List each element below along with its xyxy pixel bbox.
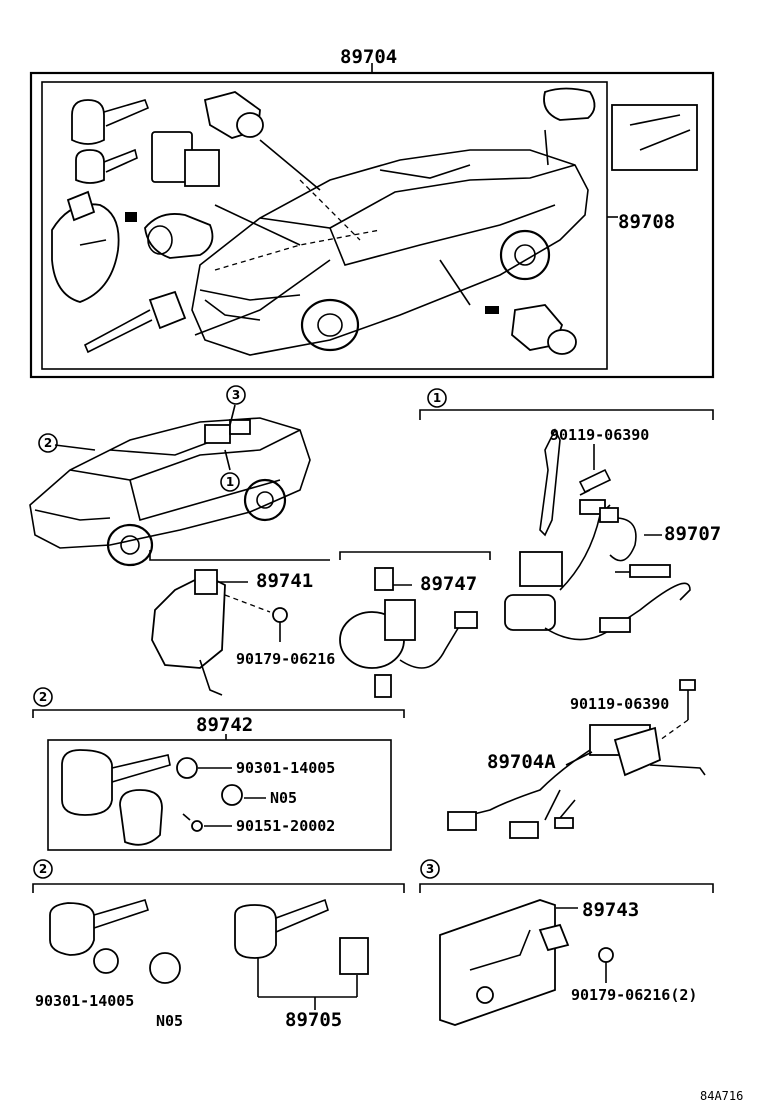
label-89743: 89743 bbox=[582, 899, 639, 921]
label-N05-b: N05 bbox=[156, 1012, 183, 1030]
diagram-reference-code: 84A716 bbox=[700, 1089, 743, 1103]
kit-89704-inner-frame bbox=[41, 81, 608, 370]
callout-1-section-label: 1 bbox=[433, 391, 441, 405]
label-89708: 89708 bbox=[618, 211, 675, 233]
section-2-89742-group: 2 89742 90301-14005 N05 90151-20002 bbox=[32, 687, 405, 851]
callout-3-car: 3 bbox=[226, 385, 246, 405]
callout-3-section-label: 3 bbox=[426, 862, 434, 876]
callout-1-label: 1 bbox=[226, 475, 234, 489]
section-1-antenna-group: 1 90119-06390 89707 bbox=[419, 388, 721, 641]
callout-2-label: 2 bbox=[44, 436, 52, 450]
label-89704A: 89704A bbox=[487, 751, 556, 773]
label-90119-06390-b: 90119-06390 bbox=[570, 695, 669, 713]
kit-lock-cylinders bbox=[83, 87, 698, 355]
label-N05-a: N05 bbox=[270, 789, 297, 807]
kit-89742-frame bbox=[47, 739, 392, 851]
kit-89704-outer-frame bbox=[29, 71, 715, 379]
car-callout-illustration bbox=[29, 404, 491, 567]
part-89747-group: 89747 bbox=[339, 567, 478, 698]
label-89705: 89705 bbox=[285, 1009, 342, 1031]
label-90119-06390-a: 90119-06390 bbox=[550, 426, 649, 444]
callout-1-car: 1 bbox=[220, 472, 240, 492]
label-90151-20002: 90151-20002 bbox=[236, 817, 335, 835]
callout-3-label: 3 bbox=[232, 388, 240, 402]
callout-2-section-a-label: 2 bbox=[39, 690, 47, 704]
label-89707: 89707 bbox=[664, 523, 721, 545]
label-90179-06216-2: 90179-06216(2) bbox=[571, 986, 697, 1004]
kit-89704-group: 89704 89708 bbox=[29, 46, 715, 379]
label-90179-06216-a: 90179-06216 bbox=[236, 650, 335, 668]
kit-ecu-module bbox=[611, 104, 698, 171]
section-2-89705-group: 2 90301-14005 N05 89705 bbox=[32, 859, 405, 1031]
label-89741: 89741 bbox=[256, 570, 313, 592]
label-90301-14005-b: 90301-14005 bbox=[35, 992, 134, 1010]
label-89742: 89742 bbox=[196, 714, 253, 736]
callout-2-car: 2 bbox=[38, 433, 58, 453]
section-3-89743-group: 3 89743 90179-06216(2) bbox=[419, 859, 714, 1026]
part-89741-group: 89741 90179-06216 bbox=[151, 569, 335, 696]
label-89704: 89704 bbox=[340, 46, 397, 68]
part-89704A-group: 90119-06390 89704A bbox=[447, 679, 706, 839]
label-89747: 89747 bbox=[420, 573, 477, 595]
kit-keys-top bbox=[51, 99, 150, 303]
callout-2-section-b-label: 2 bbox=[39, 862, 47, 876]
sedan-illustration-top bbox=[191, 129, 589, 356]
label-90301-14005-a: 90301-14005 bbox=[236, 759, 335, 777]
